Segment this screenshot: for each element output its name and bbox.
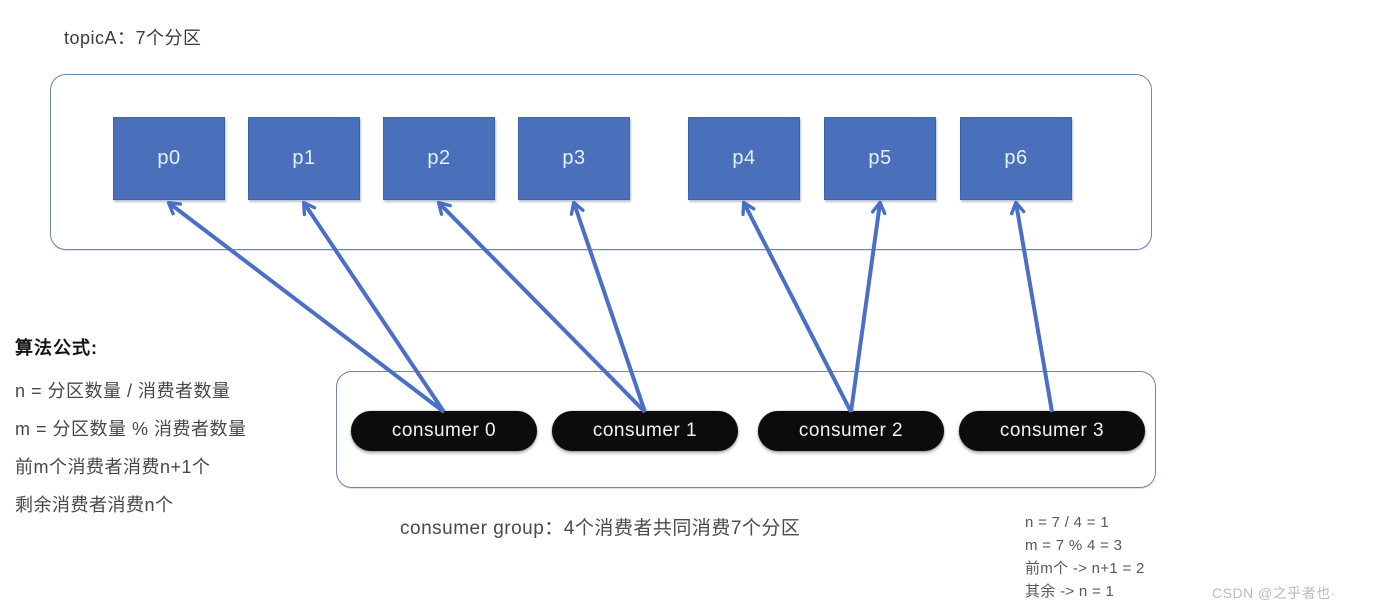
topic-title: topicA：7个分区 (64, 28, 202, 48)
formula-line: 剩余消费者消费n个 (15, 495, 174, 515)
calculation-line: n = 7 / 4 = 1 (1025, 514, 1109, 531)
partition-p2: p2 (383, 117, 495, 200)
formula-heading: 算法公式: (15, 338, 98, 358)
partition-p3: p3 (518, 117, 630, 200)
partition-p1: p1 (248, 117, 360, 200)
partition-p6: p6 (960, 117, 1072, 200)
formula-lines: n = 分区数量 / 消费者数量 m = 分区数量 % 消费者数量前m个消费者消费… (15, 372, 247, 524)
calculation-block: n = 7 / 4 = 1 m = 7 % 4 = 3 前m个 -> n+1 = 2… (1025, 511, 1145, 603)
formula-block: 算法公式: n = 分区数量 / 消费者数量 m = 分区数量 % 消费者数量前m… (15, 334, 247, 524)
partition-p4: p4 (688, 117, 800, 200)
topic-container: p0 p1 p2 p3 p4 p5 p6 (50, 74, 1152, 250)
formula-line: n = 分区数量 / 消费者数量 (15, 381, 231, 401)
consumer-1-pill: consumer 1 (552, 411, 738, 451)
consumer-3-pill: consumer 3 (959, 411, 1145, 451)
partition-p0: p0 (113, 117, 225, 200)
formula-line: m = 分区数量 % 消费者数量 (15, 419, 247, 439)
consumer-2-pill: consumer 2 (758, 411, 944, 451)
consumer-group-container: consumer 0 consumer 1 consumer 2 consumer 3 (336, 371, 1156, 488)
formula-line: 前m个消费者消费n+1个 (15, 457, 211, 477)
calculation-lines: n = 7 / 4 = 1 m = 7 % 4 = 3 前m个 -> n+1 = 2… (1025, 511, 1145, 603)
consumer-0-pill: consumer 0 (351, 411, 537, 451)
partition-p5: p5 (824, 117, 936, 200)
calculation-line: m = 7 % 4 = 3 (1025, 537, 1123, 554)
calculation-line: 前m个 -> n+1 = 2 (1025, 560, 1145, 577)
calculation-line: 其余 -> n = 1 (1025, 583, 1115, 600)
watermark: CSDN @之乎者也· (1212, 585, 1336, 601)
consumer-group-label: consumer group：4个消费者共同消费7个分区 (400, 518, 801, 539)
